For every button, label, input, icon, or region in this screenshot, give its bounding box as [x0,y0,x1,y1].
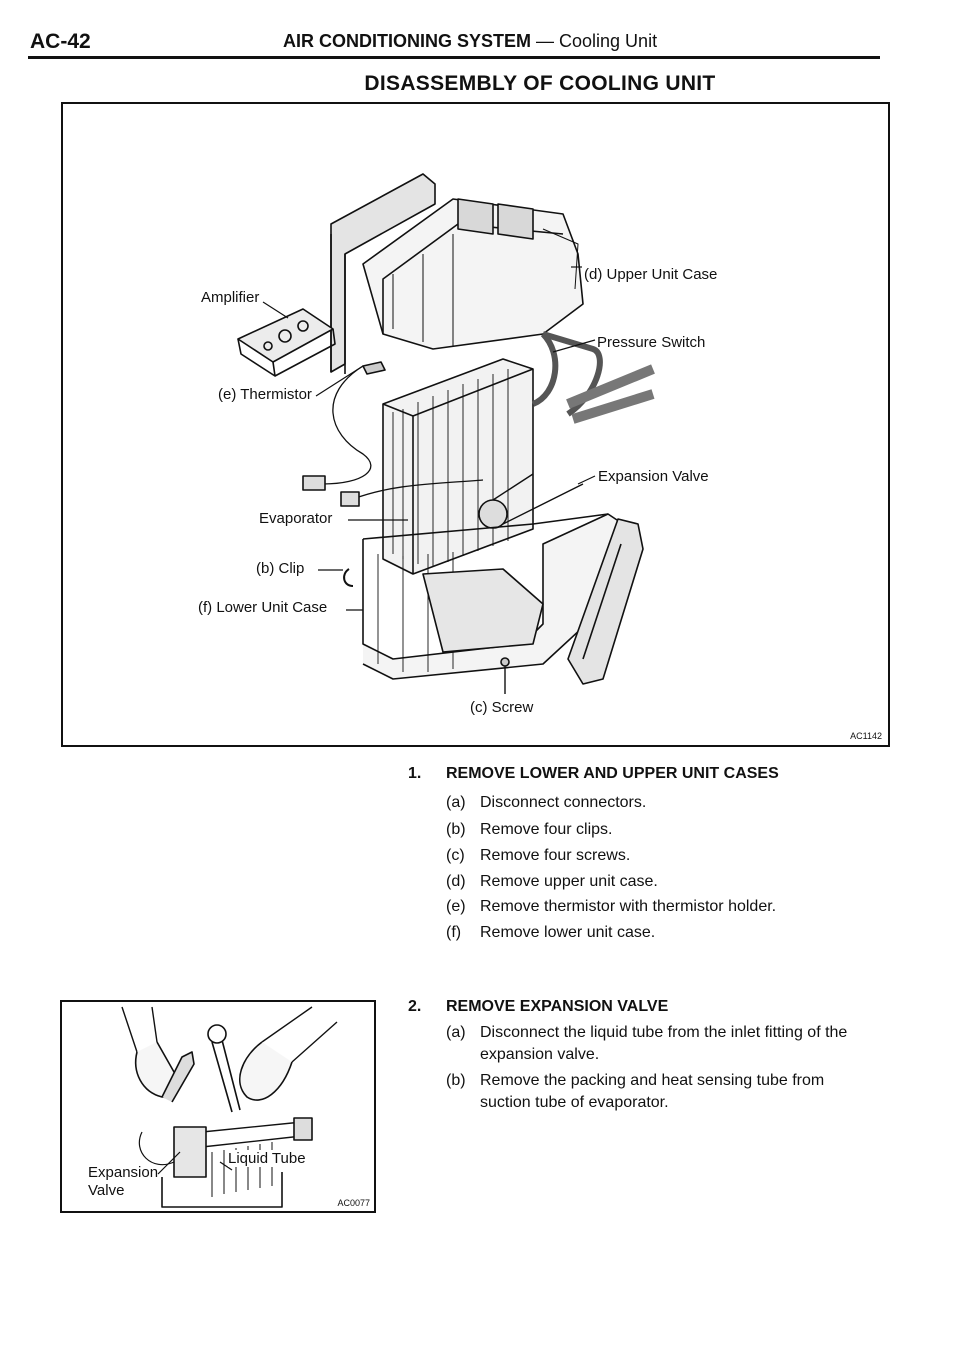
step-2-item: (b) Remove the packing and heat sensing t… [446,1070,866,1116]
label-evaporator: Evaporator [259,510,333,527]
item-text: Remove upper unit case. [480,873,658,890]
section-heading-bold: AIR CONDITIONING SYSTEM [283,31,532,51]
item-letter: (e) [446,898,466,915]
expansion-valve-drawing [121,1006,338,1208]
figure-code: AC1142 [850,731,882,741]
cooling-unit-figure: Amplifier (e) Thermistor Evaporator (b) … [61,102,890,747]
step-2-number: 2. [408,998,422,1015]
item-text: Remove four clips. [480,821,613,838]
item-text: Remove four screws. [480,847,631,864]
label-upper-unit-case: (d) Upper Unit Case [584,266,718,283]
figure-code: AC0077 [337,1198,370,1208]
page-title: DISASSEMBLY OF COOLING UNIT [364,72,716,95]
item-letter: (a) [446,794,466,811]
label-expansion-valve: Expansion Valve [598,468,709,485]
item-letter: (a) [446,1024,466,1041]
step-1-title: REMOVE LOWER AND UPPER UNIT CASES [446,765,779,782]
section-heading: AIR CONDITIONING SYSTEM — Cooling Unit [283,31,657,52]
step-1-number: 1. [408,765,422,782]
step-2-item: (a) Disconnect the liquid tube from the i… [446,1022,866,1068]
section-heading-rest: — Cooling Unit [531,31,658,51]
item-text: Remove thermistor with thermistor holder… [480,898,777,915]
label-pressure-switch: Pressure Switch [597,334,706,351]
item-letter: (b) [446,821,466,838]
label-thermistor: (e) Thermistor [218,386,312,403]
page-code: AC-42 [30,30,91,53]
label-lower-unit-case: (f) Lower Unit Case [198,599,328,616]
item-text: Disconnect the liquid tube from the inle… [480,1024,848,1063]
item-text: Remove the packing and heat sensing tube… [480,1072,825,1111]
label-liquid-tube: Liquid Tube [228,1150,306,1167]
item-letter: (c) [446,847,465,864]
header-rule [28,56,880,59]
label-clip: (b) Clip [256,560,305,577]
item-letter: (d) [446,873,466,890]
item-text: Remove lower unit case. [480,924,656,941]
item-letter: (b) [446,1072,466,1089]
label-screw: (c) Screw [470,699,534,716]
label-expansion: Expansion [88,1164,159,1181]
label-valve: Valve [88,1182,125,1199]
item-letter: (f) [446,924,462,941]
expansion-valve-figure: Expansion Valve Liquid Tube AC0077 [60,1000,376,1213]
item-text: Disconnect connectors. [480,794,647,811]
cooling-unit-drawing [237,173,655,694]
label-amplifier: Amplifier [201,289,260,306]
step-2-title: REMOVE EXPANSION VALVE [446,998,669,1015]
